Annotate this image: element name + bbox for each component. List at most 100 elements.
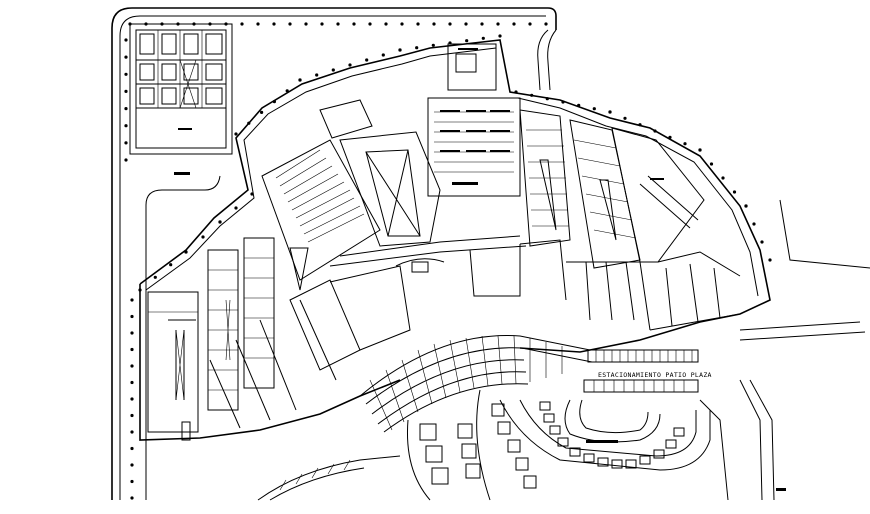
grid-marker-dot: [160, 22, 164, 26]
grid-marker-dot: [384, 22, 388, 26]
grid-marker-dot: [298, 78, 302, 82]
grid-marker-dot: [247, 121, 251, 125]
grid-marker-dot: [545, 97, 549, 101]
grid-marker-dot: [234, 206, 238, 210]
grid-marker-dot: [683, 142, 687, 146]
central-supermarket: [427, 43, 521, 197]
grid-marker-dot: [124, 89, 128, 93]
north-west-block: [129, 23, 233, 175]
grid-marker-dot: [638, 123, 642, 127]
grid-marker-dot: [250, 192, 254, 196]
grid-marker-dot: [176, 22, 180, 26]
grid-marker-dot: [465, 39, 469, 43]
grid-marker-dot: [415, 46, 419, 50]
grid-marker-dot: [530, 93, 534, 97]
grid-marker-dot: [498, 34, 502, 38]
grid-marker-dot: [448, 22, 452, 26]
grid-marker-dot: [760, 240, 764, 244]
grid-marker-dot: [218, 220, 222, 224]
grid-marker-dot: [431, 43, 435, 47]
southern-shop-strip: [209, 239, 741, 429]
grid-marker-dot: [124, 38, 128, 42]
grid-marker-dot: [124, 72, 128, 76]
grid-marker-dot: [709, 162, 714, 166]
grid-marker-dot: [130, 430, 134, 434]
grid-marker-dot: [348, 63, 352, 67]
grid-marker-dot: [320, 22, 324, 26]
grid-marker-dot: [272, 100, 276, 104]
grid-marker-dot: [285, 89, 289, 93]
grid-marker-dot: [577, 103, 581, 107]
grid-marker-dot: [381, 53, 385, 57]
grid-marker-dot: [128, 22, 132, 26]
grid-marker-dot: [400, 22, 404, 26]
west-anchor-store: [147, 237, 275, 441]
grid-marker-dot: [124, 141, 128, 145]
grid-marker-dot: [138, 288, 142, 292]
grid-marker-dot: [592, 107, 596, 111]
grid-markers: [124, 22, 772, 500]
grid-marker-dot: [130, 331, 134, 335]
plaza-paving: [359, 258, 593, 433]
grid-marker-dot: [368, 22, 372, 26]
grid-marker-dot: [365, 58, 369, 62]
grid-marker-dot: [169, 263, 173, 267]
grid-marker-dot: [130, 298, 134, 302]
grid-marker-dot: [130, 413, 134, 418]
central-atrium: [329, 131, 527, 267]
east-wing: [519, 109, 741, 277]
parking-area-label: ESTACIONAMIENTO PATIO PLAZA: [598, 371, 712, 379]
grid-marker-dot: [256, 22, 260, 26]
grid-marker-dot: [240, 22, 244, 26]
site-boundary: [111, 7, 870, 500]
grid-marker-dot: [224, 22, 228, 26]
grid-marker-dot: [512, 22, 516, 26]
parking-loop-south: [257, 379, 786, 501]
grid-marker-dot: [528, 22, 532, 26]
grid-marker-dot: [416, 22, 420, 26]
grid-marker-dot: [398, 48, 402, 52]
grid-marker-dot: [184, 250, 188, 254]
grid-marker-dot: [124, 107, 128, 111]
grid-marker-dot: [130, 479, 134, 484]
grid-marker-dot: [201, 235, 205, 239]
grid-marker-dot: [124, 55, 128, 59]
grid-marker-dot: [668, 135, 672, 139]
grid-marker-dot: [130, 446, 134, 451]
grid-marker-dot: [496, 22, 500, 26]
grid-marker-dot: [544, 22, 548, 26]
grid-marker-dot: [732, 190, 737, 194]
grid-marker-dot: [272, 22, 276, 26]
grid-marker-dot: [352, 22, 356, 26]
grid-marker-dot: [192, 22, 196, 26]
grid-marker-dot: [144, 22, 148, 26]
grid-marker-dot: [315, 73, 319, 77]
grid-marker-dot: [432, 22, 436, 26]
grid-marker-dot: [130, 380, 134, 385]
parking-row-north: ESTACIONAMIENTO PATIO PLAZA: [583, 349, 712, 393]
grid-marker-dot: [260, 110, 264, 114]
grid-marker-dot: [130, 397, 134, 401]
grid-marker-dot: [481, 36, 485, 40]
grid-marker-dot: [130, 463, 134, 467]
grid-marker-dot: [448, 41, 452, 45]
grid-marker-dot: [336, 22, 340, 26]
grid-marker-dot: [153, 275, 157, 279]
grid-marker-dot: [130, 364, 134, 368]
grid-marker-dot: [768, 258, 772, 262]
grid-marker-dot: [744, 204, 748, 208]
grid-marker-dot: [331, 68, 335, 72]
grid-marker-dot: [288, 22, 292, 26]
grid-marker-dot: [234, 132, 238, 136]
central-west-department-store: [261, 99, 381, 291]
grid-marker-dot: [623, 116, 627, 120]
grid-marker-dot: [561, 100, 565, 104]
grid-marker-dot: [208, 22, 212, 26]
grid-marker-dot: [608, 110, 612, 114]
grid-marker-dot: [698, 148, 702, 152]
grid-marker-dot: [304, 22, 308, 26]
grid-marker-dot: [130, 314, 134, 319]
grid-marker-dot: [721, 176, 725, 180]
